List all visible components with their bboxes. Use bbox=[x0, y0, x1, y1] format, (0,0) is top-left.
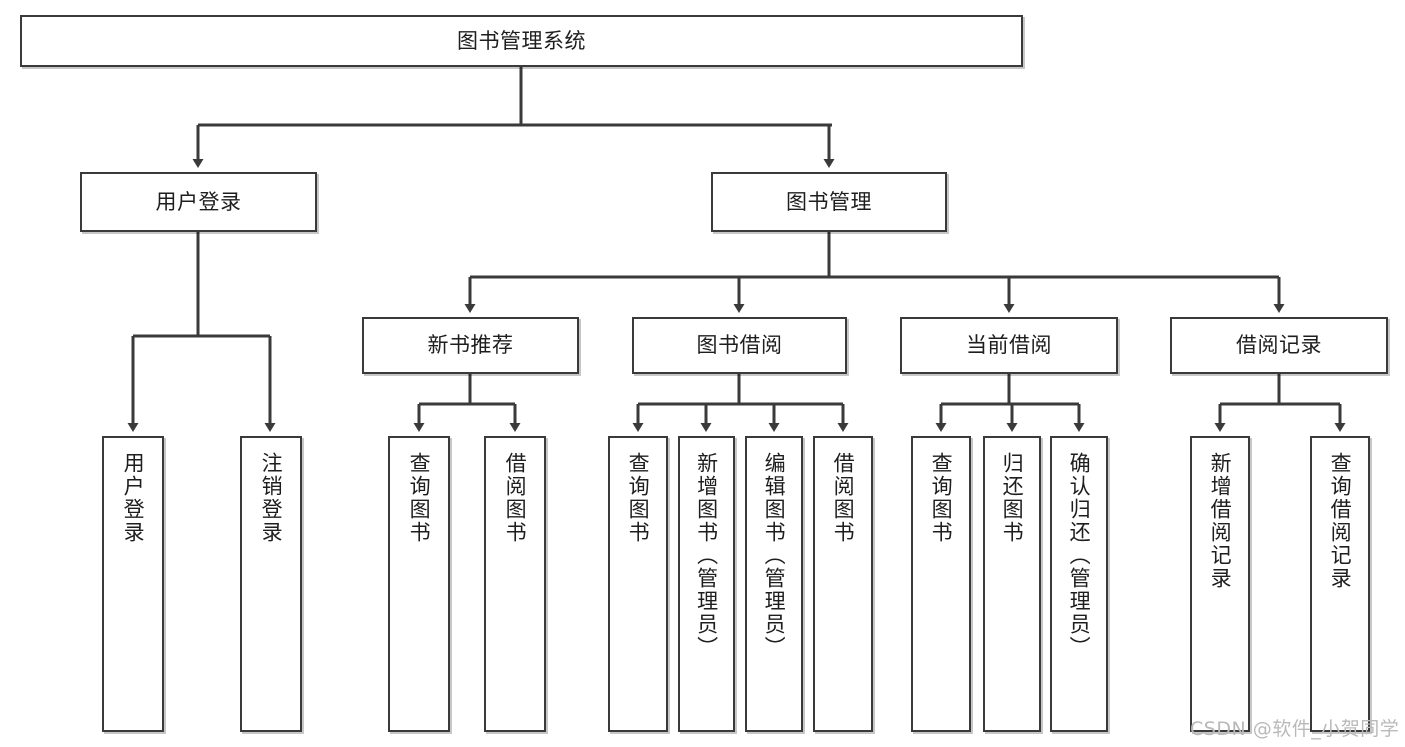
leaf-borrow-book-label: 借阅图书 bbox=[831, 452, 856, 544]
node-book-borrow[interactable]: 图书借阅 bbox=[632, 317, 847, 374]
node-user-login-label: 用户登录 bbox=[155, 189, 242, 214]
leaf-query-book-current[interactable]: 查询图书 bbox=[911, 436, 971, 732]
leaf-confirm-return-admin-label: 确认归还（管理员） bbox=[1067, 452, 1092, 659]
node-borrow-record[interactable]: 借阅记录 bbox=[1170, 317, 1388, 374]
leaf-add-book-admin[interactable]: 新增图书（管理员） bbox=[678, 436, 735, 732]
node-book-management-label: 图书管理 bbox=[786, 189, 872, 214]
leaf-return-book[interactable]: 归还图书 bbox=[983, 436, 1041, 732]
leaf-logout-label: 注销登录 bbox=[259, 452, 284, 544]
leaf-user-login-label: 用户登录 bbox=[121, 452, 146, 544]
node-current-borrow-label: 当前借阅 bbox=[966, 333, 1052, 358]
node-book-management[interactable]: 图书管理 bbox=[711, 172, 947, 232]
node-root[interactable]: 图书管理系统 bbox=[20, 15, 1023, 67]
leaf-add-book-admin-label: 新增图书（管理员） bbox=[694, 452, 719, 659]
leaf-query-book-recommend-label: 查询图书 bbox=[407, 452, 432, 544]
node-new-book-recommend-label: 新书推荐 bbox=[427, 333, 514, 358]
leaf-query-book-current-label: 查询图书 bbox=[929, 452, 954, 544]
leaf-borrow-book-recommend-label: 借阅图书 bbox=[503, 452, 528, 544]
leaf-query-book-recommend[interactable]: 查询图书 bbox=[388, 436, 450, 732]
leaf-edit-book-admin-label: 编辑图书（管理员） bbox=[762, 452, 787, 659]
leaf-edit-book-admin[interactable]: 编辑图书（管理员） bbox=[745, 436, 803, 732]
node-user-login[interactable]: 用户登录 bbox=[80, 172, 317, 232]
leaf-borrow-book-recommend[interactable]: 借阅图书 bbox=[484, 436, 546, 732]
node-borrow-record-label: 借阅记录 bbox=[1236, 333, 1322, 358]
leaf-confirm-return-admin[interactable]: 确认归还（管理员） bbox=[1050, 436, 1108, 732]
leaf-return-book-label: 归还图书 bbox=[1000, 452, 1025, 544]
node-new-book-recommend[interactable]: 新书推荐 bbox=[362, 317, 579, 374]
leaf-query-borrow-record-label: 查询借阅记录 bbox=[1328, 452, 1353, 590]
node-current-borrow[interactable]: 当前借阅 bbox=[900, 317, 1118, 374]
leaf-add-borrow-record-label: 新增借阅记录 bbox=[1208, 452, 1233, 590]
leaf-logout[interactable]: 注销登录 bbox=[240, 436, 302, 732]
leaf-add-borrow-record[interactable]: 新增借阅记录 bbox=[1190, 436, 1250, 732]
leaf-query-book-borrow-label: 查询图书 bbox=[626, 452, 651, 544]
node-root-label: 图书管理系统 bbox=[457, 28, 586, 53]
leaf-query-book-borrow[interactable]: 查询图书 bbox=[608, 436, 668, 732]
leaf-query-borrow-record[interactable]: 查询借阅记录 bbox=[1310, 436, 1370, 732]
leaf-user-login[interactable]: 用户登录 bbox=[102, 436, 164, 732]
watermark: CSDN @软件_小贺同学 bbox=[1190, 718, 1400, 740]
node-book-borrow-label: 图书借阅 bbox=[696, 333, 783, 358]
leaf-borrow-book[interactable]: 借阅图书 bbox=[813, 436, 873, 732]
